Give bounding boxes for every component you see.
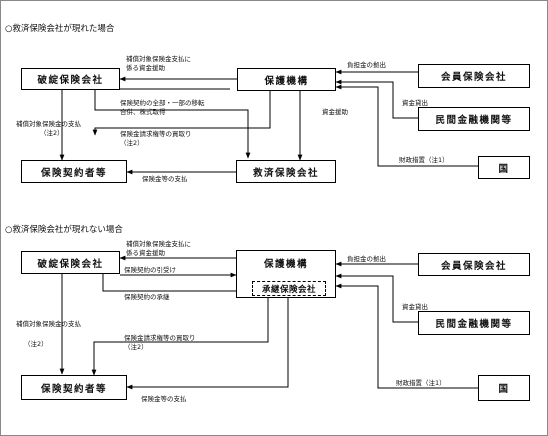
s1-label-hosho-kin-1: 補償対象保険金の支払: [16, 120, 81, 128]
s2-box-kaiin: 会員保険会社: [418, 253, 530, 276]
s1-label-iten-1: 保険契約の全部・一部の移転: [120, 99, 205, 107]
s2-arrow-shokei: [102, 272, 253, 294]
s1-label-kaitori-2: （注2）: [120, 139, 144, 147]
s2-label-hikiuke: 保険契約の引受け: [124, 266, 176, 274]
s1-box-kyusai: 救済保険会社: [236, 160, 336, 183]
s1-arrow-claim-purchase: [92, 91, 271, 136]
s2-box-hatan: 破綻保険会社: [21, 251, 120, 274]
s1-box-hogo: 保護機構: [237, 68, 336, 91]
s1-label-hosho-shiharai: 補償対象保険金支払に 係る資金援助: [126, 55, 191, 73]
s1-label-hokenkin-shiharai: 保険金等の支払: [142, 175, 188, 183]
s2-box-keiyakusha: 保険契約者等: [21, 375, 127, 400]
s2-label-kaitori-1: 保険金請求権等の買取り: [124, 334, 196, 342]
s1-label-shikin-kashidashi: 資金貸出: [402, 99, 428, 107]
s2-arrow-kuni-to-hogo: [335, 283, 478, 389]
s1-label-zaisei: 財政措置（注1）: [399, 156, 449, 164]
s1-box-hatan: 破綻保険会社: [21, 68, 120, 90]
section1-heading: ○救済保険会社が現れた場合: [5, 24, 115, 34]
s2-label-hosho-kin-chu: （注2）: [24, 340, 48, 348]
s1-arrow-minkan-to-hogo: [335, 79, 418, 119]
s2-box-shokei: 承継保険会社: [252, 281, 326, 296]
s1-box-kuni: 国: [478, 156, 530, 179]
s1-arrow-kuni-to-hogo: [335, 84, 478, 167]
s1-box-kaiin: 会員保険会社: [418, 64, 530, 88]
s2-box-minkan: 民間金融機関等: [418, 311, 530, 335]
s2-label-shokei: 保険契約の承継: [124, 293, 170, 301]
s2-label-shikin-kashidashi: 資金貸出: [402, 303, 428, 311]
s1-label-iten-2: 合併、株式取得: [120, 108, 166, 116]
s2-label-hosho-shiharai: 補償対象保険金支払に 係る資金援助: [126, 240, 191, 258]
s1-label-hosho-shiharai-2: 係る資金援助: [126, 64, 165, 72]
s1-label-hosho-shiharai-1: 補償対象保険金支払に: [126, 55, 191, 63]
s1-arrow-transfer: [94, 90, 251, 159]
s1-label-kaitori: 保険金請求権等の買取り （注2）: [120, 130, 192, 148]
s1-label-hosho-kin-2: （注2）: [40, 129, 64, 137]
s2-label-kaitori-2: （注2）: [124, 343, 148, 351]
s2-arrow-minkan-to-hogo: [335, 273, 418, 323]
s2-label-futankin: 負担金の拠出: [347, 255, 386, 263]
s1-label-iten: 保険契約の全部・一部の移転 合併、株式取得: [120, 99, 205, 117]
s2-label-hosho-shiharai-2: 係る資金援助: [126, 249, 165, 257]
s2-arrow-payment: [126, 298, 289, 390]
s1-label-shikin-enjo: 資金援助: [322, 108, 348, 116]
s1-box-minkan: 民間金融機関等: [418, 107, 530, 131]
s2-box-hogo-label: 保護機構: [263, 259, 308, 270]
s2-label-hosho-shiharai-1: 補償対象保険金支払に: [126, 240, 191, 248]
s1-box-keiyakusha: 保険契約者等: [21, 160, 127, 183]
s2-label-hokenkin-shiharai: 保険金等の支払: [141, 395, 187, 403]
s1-label-kaitori-1: 保険金請求権等の買取り: [120, 130, 192, 138]
section2-heading: ○救済保険会社が現れない場合: [5, 225, 123, 235]
s2-arrow-claim-purchase: [91, 296, 269, 376]
s1-label-futankin: 負担金の拠出: [347, 61, 386, 69]
s2-label-hosho-kin: 補償対象保険金の支払: [16, 320, 81, 328]
s1-label-hosho-kin: 補償対象保険金の支払 （注2）: [16, 120, 81, 138]
s2-label-kaitori: 保険金請求権等の買取り （注2）: [124, 334, 196, 352]
s2-box-kuni: 国: [478, 375, 530, 401]
s2-label-zaisei: 財政措置（注1）: [396, 379, 446, 387]
